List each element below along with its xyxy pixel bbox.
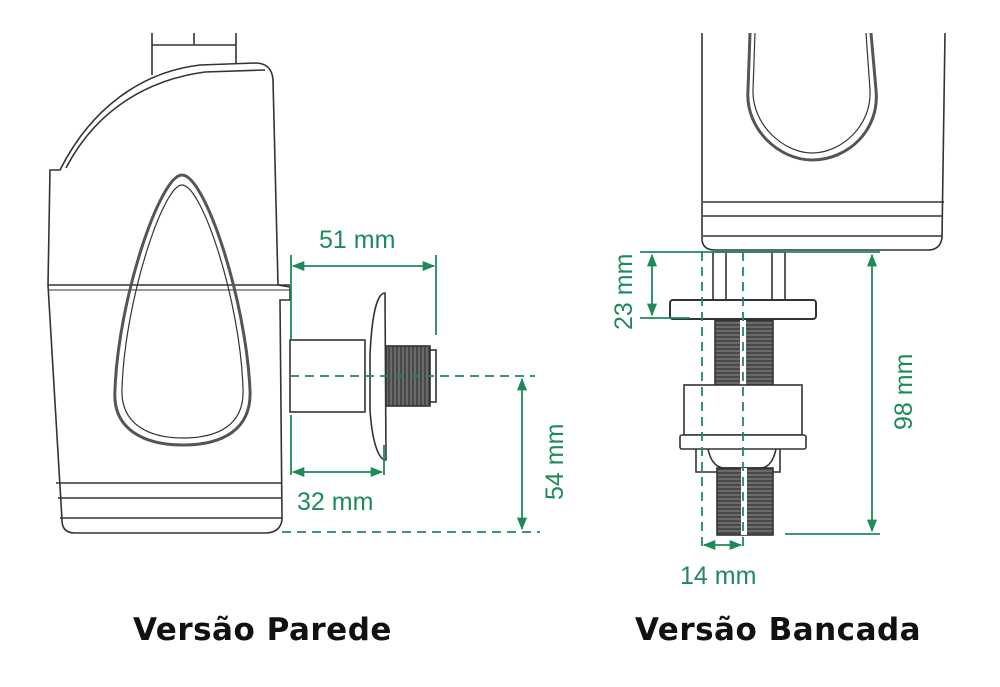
caption-wall-version: Versão Parede	[133, 612, 392, 648]
dim-label-32mm: 32 mm	[297, 488, 373, 516]
bench-version-drawing	[669, 32, 946, 536]
dim-label-51mm: 51 mm	[319, 226, 395, 254]
caption-bench-version: Versão Bancada	[635, 612, 922, 648]
wall-dimension-lines	[282, 255, 540, 533]
dim-label-98mm: 98 mm	[890, 354, 918, 430]
wall-version-drawing	[47, 33, 437, 534]
dim-label-54mm: 54 mm	[541, 424, 569, 500]
dim-label-23mm: 23 mm	[610, 254, 638, 330]
bench-dimension-lines	[640, 251, 880, 551]
dim-label-14mm: 14 mm	[680, 562, 756, 590]
